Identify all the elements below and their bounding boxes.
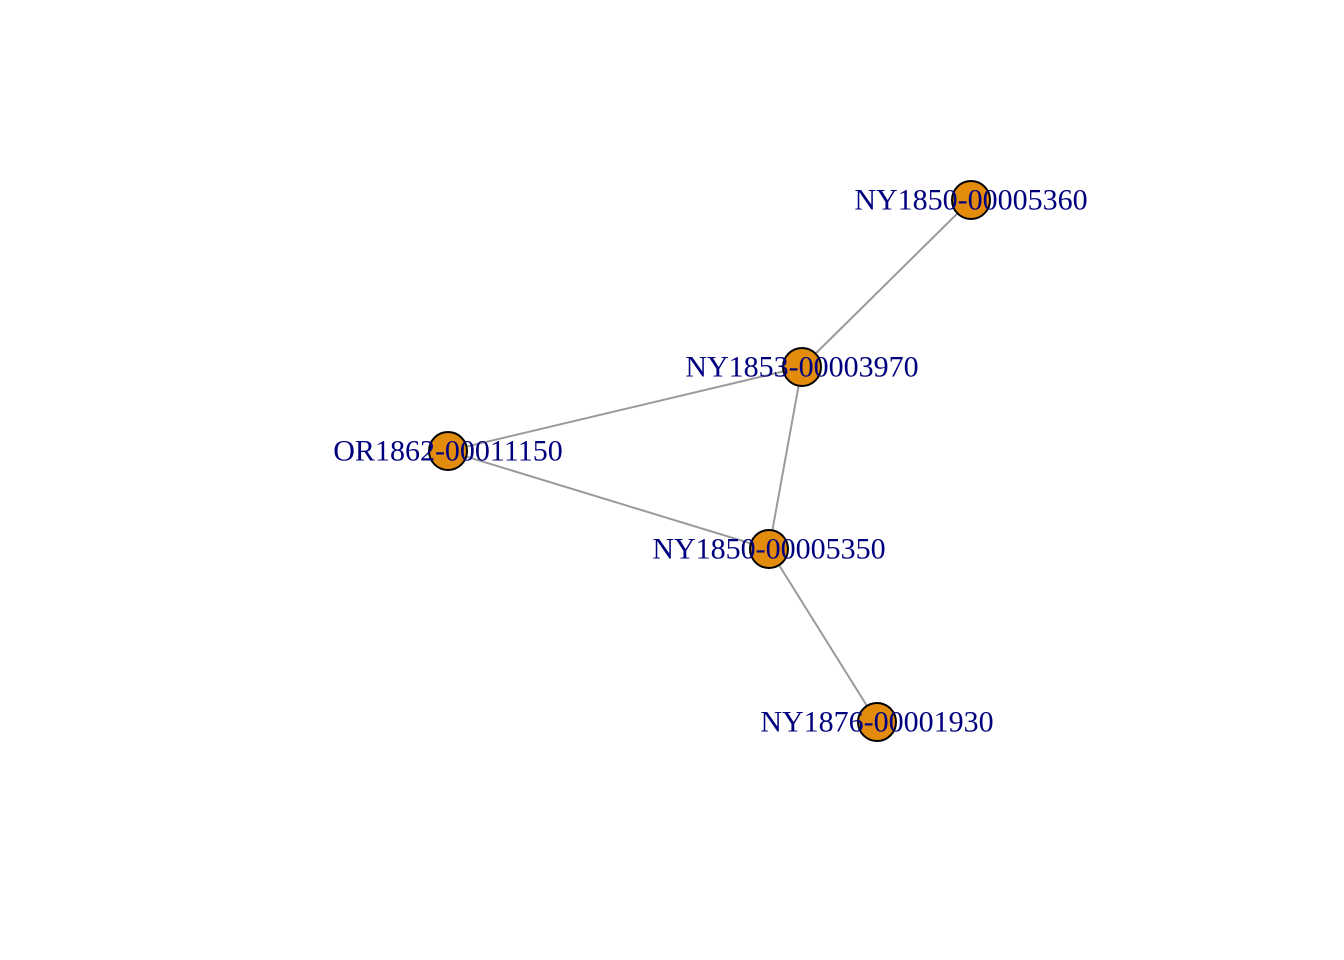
graph-node (749, 529, 789, 569)
node-label: NY1876-00001930 (760, 706, 993, 739)
labels-layer: NY1850-00005360NY1853-00003970OR1862-000… (333, 184, 1087, 739)
graph-node (428, 431, 468, 471)
edge-n1-n2 (801, 199, 972, 368)
graph-node (857, 702, 897, 742)
node-label: OR1862-00011150 (333, 435, 562, 468)
graph-node (782, 347, 822, 387)
nodes-layer (428, 180, 991, 742)
edge-n4-n5 (768, 548, 878, 723)
node-label: NY1853-00003970 (685, 351, 918, 384)
edge-n2-n4 (768, 366, 803, 550)
node-label: NY1850-00005350 (652, 533, 885, 566)
edge-n2-n3 (447, 366, 803, 452)
node-label: NY1850-00005360 (854, 184, 1087, 217)
graph-node (951, 180, 991, 220)
edges-layer (447, 199, 972, 723)
edge-n3-n4 (447, 450, 770, 550)
